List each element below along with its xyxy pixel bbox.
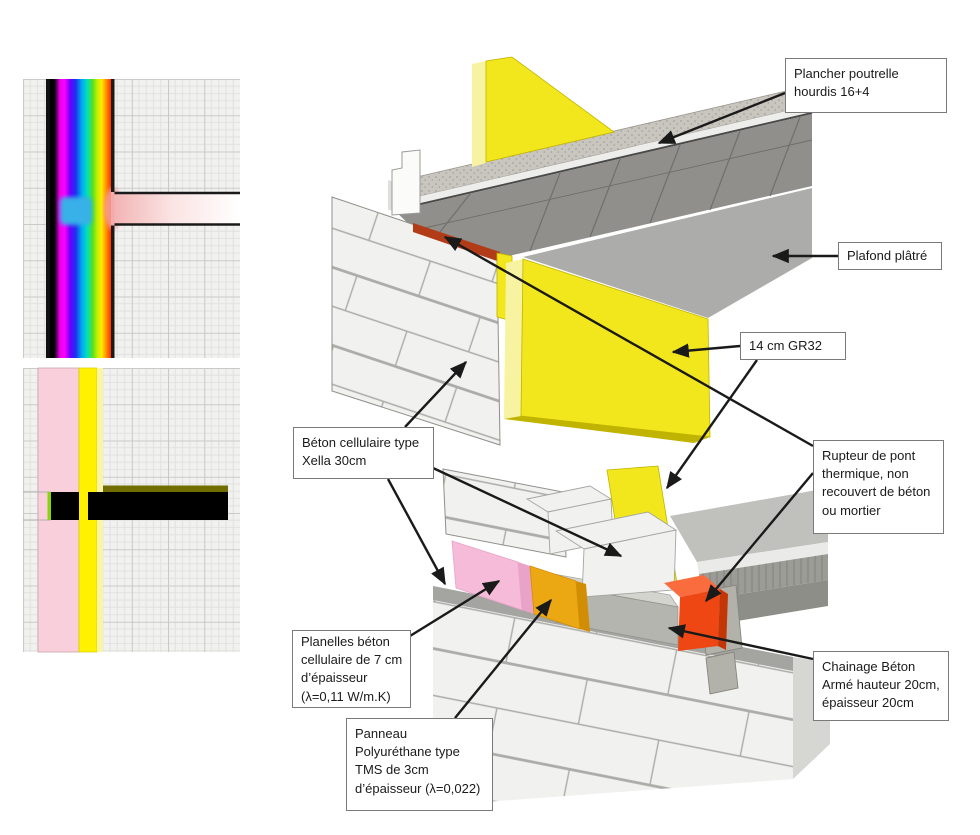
floor-slab-dark-line bbox=[394, 112, 813, 211]
scene-upper-3d-view bbox=[331, 56, 813, 446]
top-insulation-panel-side bbox=[472, 61, 486, 167]
thermal-cyan-patch bbox=[60, 197, 92, 225]
section-slab-yellow-gap bbox=[79, 492, 88, 520]
rupteur-block-front bbox=[678, 589, 720, 651]
label-text: (λ=0,11 W/m.K) bbox=[301, 688, 391, 704]
arrow-gr32-panel bbox=[671, 343, 741, 358]
arrow-planelles bbox=[409, 579, 501, 638]
upper-block-wall bbox=[331, 196, 501, 446]
planelle-panel-side bbox=[518, 562, 534, 614]
label-plafond-platre: Plafond plâtré bbox=[838, 242, 942, 270]
arrow-plancher bbox=[657, 91, 786, 145]
section-breaker-green bbox=[47, 492, 51, 520]
arrow-rupteur-block bbox=[705, 472, 814, 603]
label-gr32: 14 cm GR32 bbox=[740, 332, 846, 360]
annotation-arrows bbox=[386, 91, 838, 719]
label-text: Armé hauteur 20cm, bbox=[822, 677, 940, 693]
thermal-floor-slab bbox=[114, 193, 240, 224]
label-text: ou mortier bbox=[822, 502, 881, 518]
floor-top-plane bbox=[670, 488, 828, 562]
arrow-xella-lower-wall bbox=[386, 478, 447, 586]
rupteur-block-side bbox=[718, 589, 728, 650]
arrow-gr32-lower-panel bbox=[666, 359, 758, 490]
thermal-wall-outer-line bbox=[46, 79, 50, 358]
label-chainage: Chainage Béton Armé hauteur 20cm, épaiss… bbox=[813, 651, 949, 721]
label-text: Rupteur de pont bbox=[822, 448, 916, 463]
label-text: Plancher poutrelle bbox=[794, 66, 899, 81]
label-text: Xella 30cm bbox=[302, 453, 367, 469]
arrow-xella-upper-wall bbox=[404, 360, 467, 428]
label-planelles: Planelles béton cellulaire de 7 cm d’épa… bbox=[292, 630, 411, 708]
section-slab-guide-lines bbox=[23, 491, 51, 521]
label-text: Polyuréthane type bbox=[355, 744, 460, 760]
arrow-xella-block bbox=[432, 466, 623, 558]
label-text: Chainage Béton bbox=[822, 659, 916, 674]
section-slab-black-left bbox=[51, 492, 79, 520]
scene-lower-3d-view bbox=[433, 465, 830, 806]
material-section-plot bbox=[23, 367, 240, 653]
label-text: épaisseur 20cm bbox=[822, 695, 914, 711]
mid-insulation-panel-side bbox=[504, 259, 523, 419]
poutrelle-beam-end-small bbox=[705, 651, 739, 695]
polyurethane-panel-side bbox=[576, 581, 590, 632]
label-text: hourdis 16+4 bbox=[794, 84, 870, 100]
label-beton-cellulaire: Béton cellulaire type Xella 30cm bbox=[293, 427, 434, 479]
label-text: Panneau bbox=[355, 726, 408, 741]
floor-edge-white-strip bbox=[697, 542, 828, 574]
hourdis-underside-joints bbox=[419, 116, 813, 252]
xella-block-wall bbox=[442, 468, 567, 558]
top-insulation-panel bbox=[485, 56, 615, 163]
label-text: Plafond plâtré bbox=[847, 248, 928, 263]
plaster-ceiling-plane bbox=[523, 188, 812, 318]
section-screed-olive bbox=[103, 485, 228, 493]
thermal-simulation-plot bbox=[23, 79, 240, 358]
label-plancher-poutrelle: Plancher poutrelle hourdis 16+4 bbox=[785, 58, 947, 113]
label-rupteur: Rupteur de pont thermique, non recouvert… bbox=[813, 440, 944, 534]
label-text: cellulaire de 7 cm bbox=[301, 652, 403, 668]
label-text: recouvert de béton bbox=[822, 484, 931, 500]
label-text: d’épaisseur (λ=0,022) bbox=[355, 780, 481, 796]
label-text: Planelles béton bbox=[301, 634, 390, 649]
floor-slab-white-band bbox=[395, 105, 812, 209]
mid-insulation-panel-bottom bbox=[504, 416, 710, 443]
hourdis-underside-plane bbox=[395, 114, 812, 258]
arrow-rupteur-strip bbox=[443, 235, 814, 448]
arrow-panneau bbox=[454, 598, 552, 719]
section-slab-black-right bbox=[88, 492, 228, 520]
label-text: thermique, non bbox=[822, 466, 909, 482]
label-panneau: Panneau Polyuréthane type TMS de 3cm d’é… bbox=[346, 718, 493, 811]
label-text: 14 cm GR32 bbox=[749, 338, 822, 353]
label-text: TMS de 3cm bbox=[355, 762, 429, 778]
label-text: Béton cellulaire type bbox=[302, 435, 420, 450]
label-text: d’épaisseur bbox=[301, 670, 368, 686]
background-step-block bbox=[391, 149, 421, 216]
thermal-wall-inner-line-top bbox=[111, 79, 115, 192]
arrow-chainage bbox=[667, 624, 814, 661]
thermal-slab-outline bbox=[114, 191, 240, 226]
thermal-wall-inner-line-bottom bbox=[111, 225, 115, 358]
